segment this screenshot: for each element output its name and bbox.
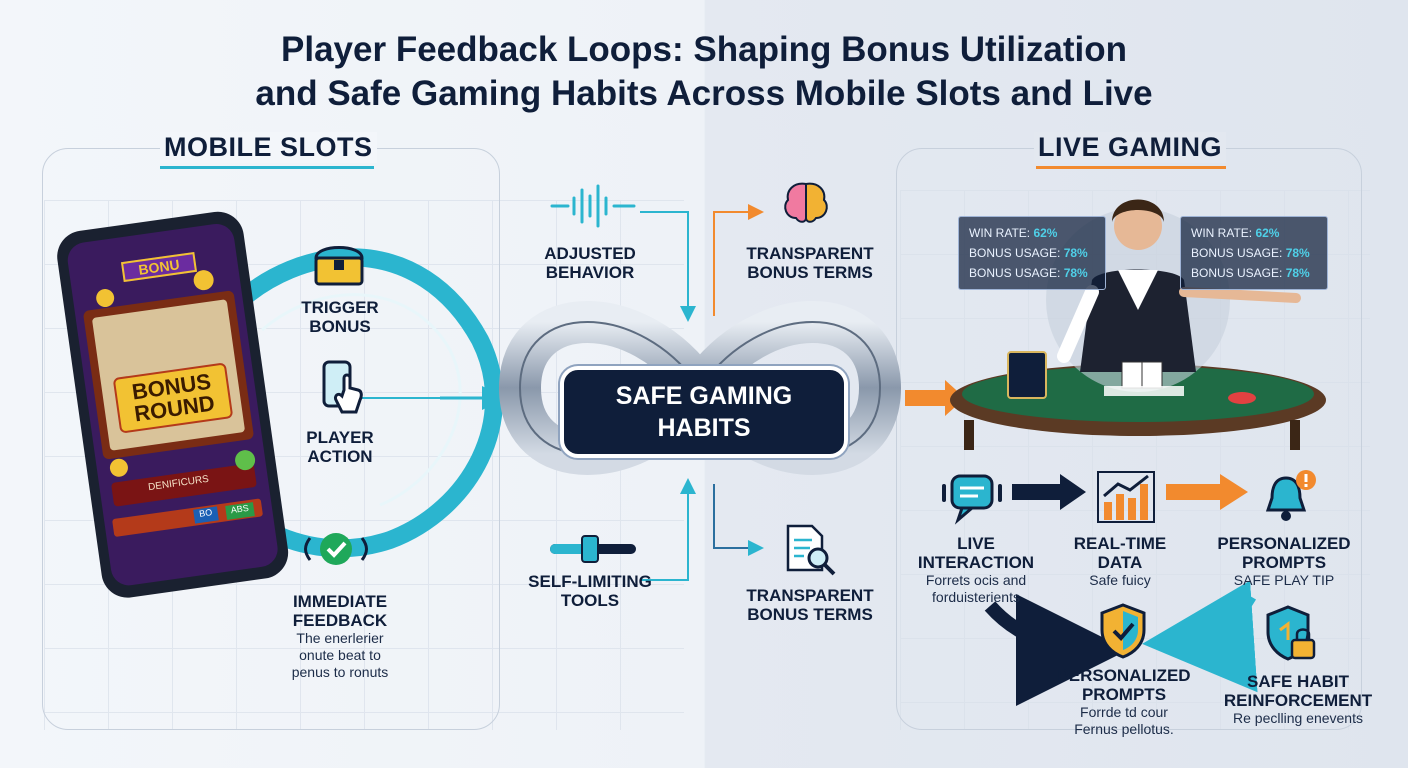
adjusted-connector — [640, 211, 696, 322]
live-lower-loop-left — [984, 593, 1128, 706]
treasure-chest-icon — [310, 238, 368, 288]
document-search-icon — [782, 522, 838, 578]
step-personalized-prompts-bottom-desc: Forrde td cour Fernus pellotus. — [1074, 704, 1174, 737]
shield-check-icon — [1096, 602, 1150, 660]
live-heading: LIVE GAMING — [1034, 132, 1227, 163]
stat-row: BONUS USAGE: 78% — [969, 246, 1088, 260]
brain-icon — [780, 180, 832, 226]
step-personalized-prompts-top-desc: SAFE PLAY TIP — [1233, 572, 1335, 588]
mobile-heading: MOBILE SLOTS — [160, 132, 377, 163]
page-title: Player Feedback Loops: Shaping Bonus Uti… — [0, 28, 1408, 116]
check-circle-icon — [300, 528, 372, 570]
stat-row: BONUS USAGE: 78% — [1191, 266, 1310, 280]
mobile-heading-underline — [160, 166, 374, 169]
transparent-bottom-connector — [713, 484, 764, 556]
stats-box-right: WIN RATE: 62% BONUS USAGE: 78% BONUS USA… — [1180, 216, 1328, 290]
center-to-live-arrow — [905, 380, 965, 416]
step-trigger-bonus: TRIGGER BONUS — [301, 298, 379, 336]
title-line-2: and Safe Gaming Habits Across Mobile Slo… — [255, 74, 1153, 113]
selflimit-connector — [640, 478, 696, 581]
stat-row: BONUS USAGE: 78% — [969, 266, 1088, 280]
step-personalized-prompts-top: PERSONALIZED PROMPTS — [1217, 534, 1351, 572]
step-real-time-data: REAL-TIME DATA — [1073, 534, 1167, 572]
transparent-top-connector — [713, 204, 764, 316]
stat-row: WIN RATE: 62% — [969, 226, 1058, 240]
step-immediate-feedback: IMMEDIATE FEEDBACK — [292, 592, 388, 630]
step-immediate-feedback-desc: The enerlerier onute beat to penus to ro… — [291, 630, 389, 680]
tap-phone-icon — [318, 360, 368, 416]
step-personalized-prompts-bottom: PERSONALIZED PROMPTS — [1057, 666, 1191, 704]
step-live-interaction-desc: Forrets ocis and forduisterients — [925, 572, 1027, 605]
data-to-prompts-arrow — [1166, 474, 1248, 510]
dealer-body — [1080, 269, 1196, 372]
chat-bubble-icon — [940, 470, 1004, 526]
step-real-time-data-desc: Safe fuicy — [1089, 572, 1151, 588]
stat-row: WIN RATE: 62% — [1191, 226, 1280, 240]
center-adjusted-behavior: ADJUSTED BEHAVIOR — [544, 244, 636, 282]
soundwave-icon — [548, 184, 638, 228]
live-heading-underline — [1036, 166, 1226, 169]
stat-row: BONUS USAGE: 78% — [1191, 246, 1310, 260]
step-safe-habit-reinforcement: SAFE HABIT REINFORCEMENT — [1223, 672, 1373, 710]
bar-chart-icon — [1096, 470, 1156, 524]
dealer-head — [1114, 202, 1162, 250]
center-transparent-top: TRANSPARENT BONUS TERMS — [746, 244, 874, 282]
center-self-limiting-tools: SELF-LIMITING TOOLS — [528, 572, 652, 610]
live-lower-loop-right — [1142, 580, 1258, 693]
step-safe-habit-reinforcement-desc: Re peclling enevents — [1233, 710, 1363, 726]
bell-alert-icon — [1260, 468, 1322, 524]
mobile-loop-inner — [261, 293, 462, 507]
shield-lock-icon — [1262, 604, 1320, 666]
step-live-interaction: LIVE INTERACTION — [917, 534, 1035, 572]
center-transparent-bottom: TRANSPARENT BONUS TERMS — [746, 586, 874, 624]
stats-box-left: WIN RATE: 62% BONUS USAGE: 78% BONUS USA… — [958, 216, 1106, 290]
step-player-action: PLAYER ACTION — [306, 428, 374, 466]
interaction-to-data-arrow — [1012, 474, 1086, 510]
title-line-1: Player Feedback Loops: Shaping Bonus Uti… — [281, 30, 1127, 69]
slider-toggle-icon — [548, 534, 638, 564]
safe-gaming-habits-box: SAFE GAMING HABITS — [560, 366, 848, 458]
